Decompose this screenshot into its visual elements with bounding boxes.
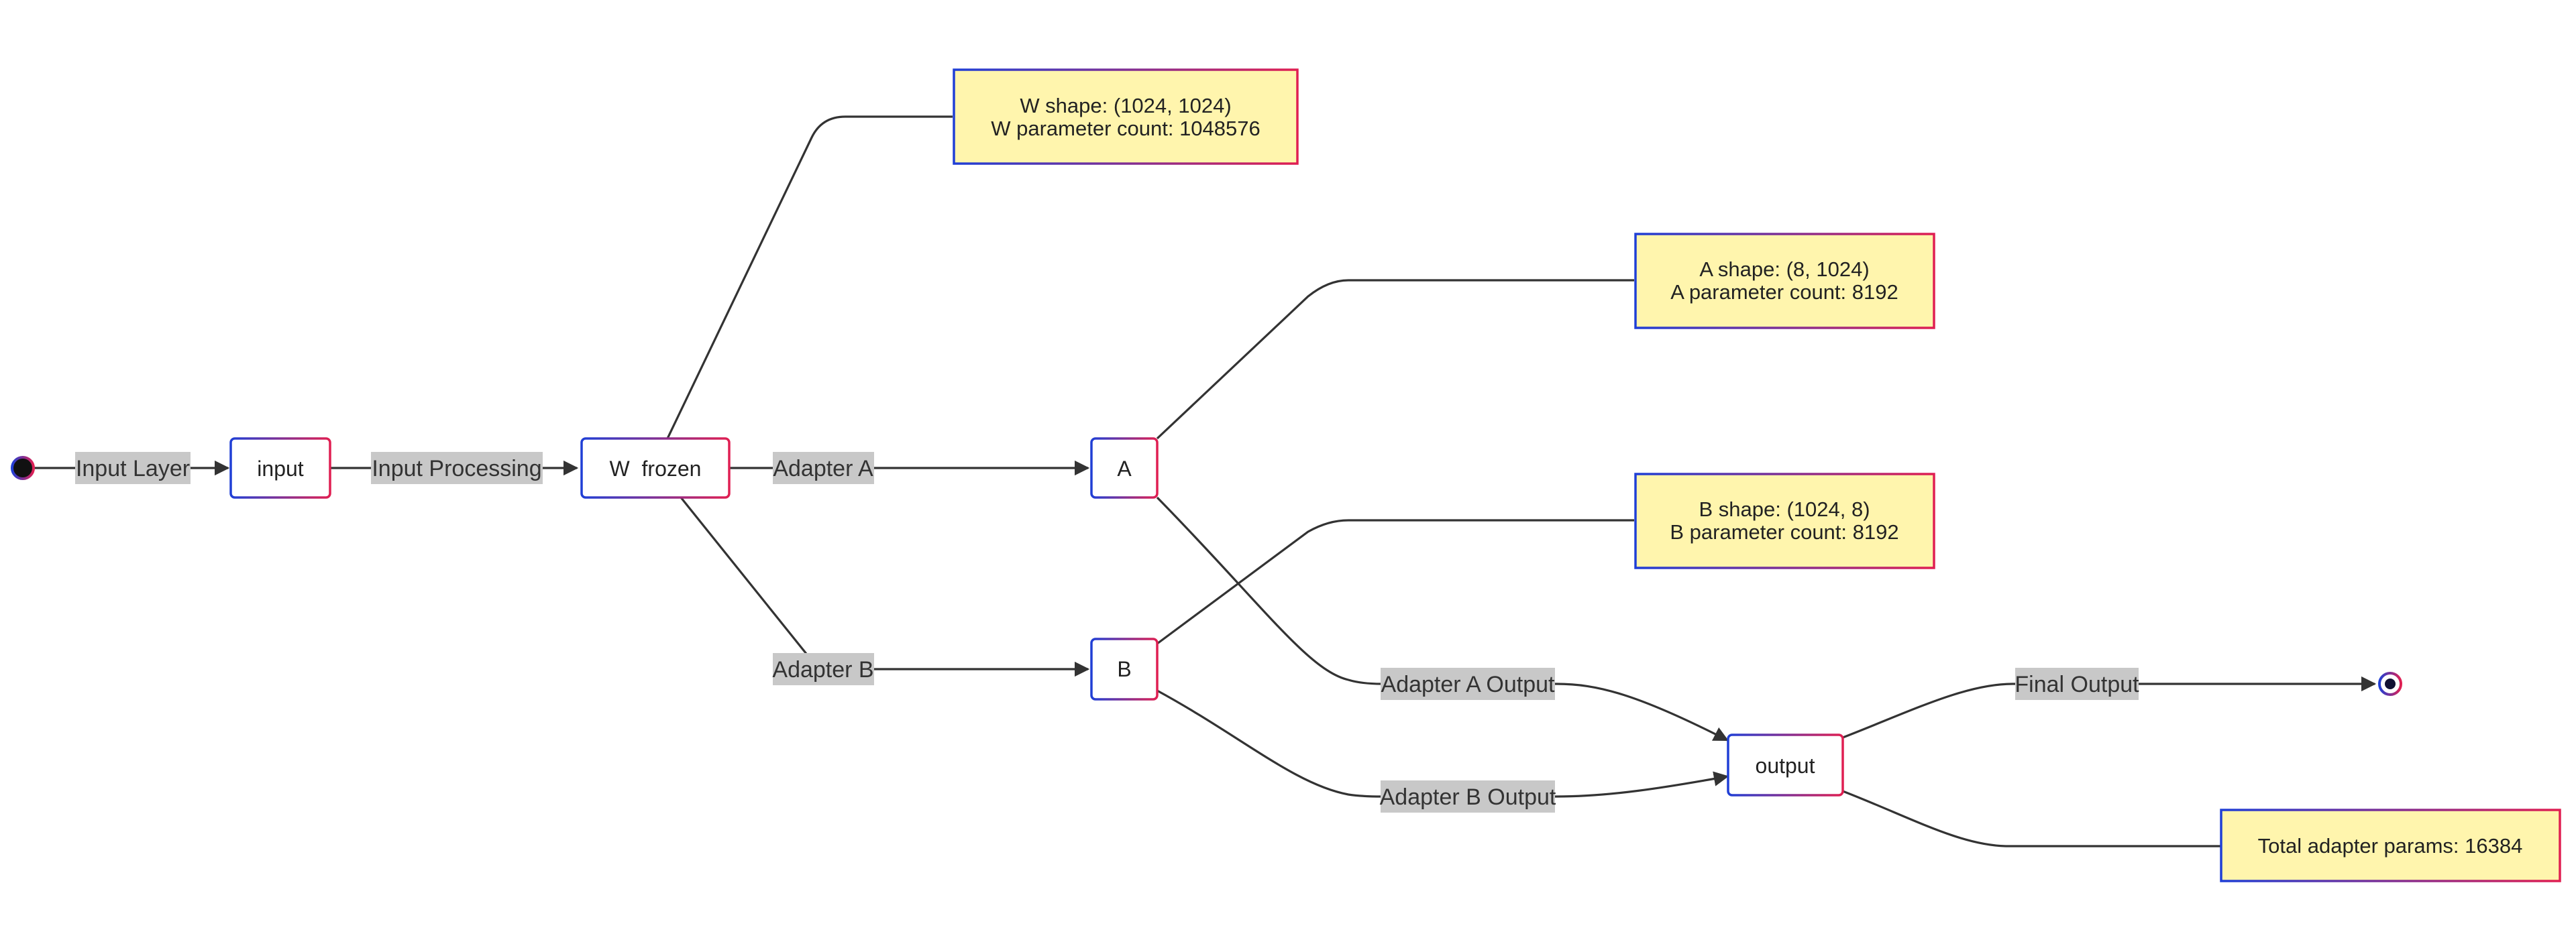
edge-label-adapter-b-text: Adapter B bbox=[772, 657, 873, 683]
note-total: Total adapter params: 16384 bbox=[2220, 809, 2561, 882]
edge-label-final-output-text: Final Output bbox=[2015, 672, 2139, 697]
edge-label-adapter-b: Adapter B bbox=[772, 653, 874, 685]
edge-w-to-w-note bbox=[666, 115, 953, 439]
edge-b-to-output bbox=[1157, 689, 1729, 798]
note-b-line2: B parameter count: 8192 bbox=[1670, 520, 1898, 544]
edge-label-adapter-a-output: Adapter A Output bbox=[1381, 668, 1555, 700]
edge-b-to-b-note bbox=[1157, 519, 1634, 645]
edge-label-adapter-a-text: Adapter A bbox=[773, 456, 873, 481]
edge-label-input-layer-text: Input Layer bbox=[76, 456, 190, 481]
node-input[interactable]: input bbox=[229, 437, 331, 499]
note-w: W shape: (1024, 1024) W parameter count:… bbox=[953, 68, 1299, 165]
note-a-line2: A parameter count: 8192 bbox=[1670, 280, 1898, 304]
edge-label-adapter-b-output-text: Adapter B Output bbox=[1380, 784, 1556, 810]
node-b-label: B bbox=[1117, 657, 1131, 681]
edge-label-adapter-a-output-text: Adapter A Output bbox=[1381, 672, 1556, 697]
node-output[interactable]: output bbox=[1727, 734, 1844, 797]
note-a-line1: A shape: (8, 1024) bbox=[1699, 257, 1869, 281]
edge-w-to-b bbox=[680, 496, 1090, 677]
note-w-line1: W shape: (1024, 1024) bbox=[1020, 94, 1231, 117]
node-w-frozen-label: W frozen bbox=[610, 457, 702, 481]
edge-label-input-layer: Input Layer bbox=[75, 452, 191, 484]
end-state bbox=[2378, 672, 2402, 696]
note-b: B shape: (1024, 8) B parameter count: 81… bbox=[1634, 473, 1935, 569]
node-output-label: output bbox=[1756, 754, 1815, 778]
edge-label-adapter-a: Adapter A bbox=[773, 452, 874, 484]
node-b[interactable]: B bbox=[1090, 638, 1159, 701]
edge-a-to-output bbox=[1156, 496, 1729, 742]
edge-label-input-processing-text: Input Processing bbox=[372, 456, 541, 481]
edge-label-final-output: Final Output bbox=[2015, 668, 2139, 700]
note-b-line1: B shape: (1024, 8) bbox=[1699, 497, 1870, 521]
edge-output-to-total-note bbox=[1842, 790, 2220, 847]
edge-label-input-processing: Input Processing bbox=[371, 452, 543, 484]
edge-output-to-end bbox=[1842, 676, 2377, 739]
node-a-label: A bbox=[1117, 457, 1132, 481]
start-state bbox=[11, 456, 35, 480]
node-w-frozen[interactable]: W frozen bbox=[580, 437, 731, 499]
edge-label-adapter-b-output: Adapter B Output bbox=[1380, 780, 1556, 813]
note-a: A shape: (8, 1024) A parameter count: 81… bbox=[1634, 233, 1935, 329]
note-total-line1: Total adapter params: 16384 bbox=[2258, 834, 2523, 858]
note-w-line2: W parameter count: 1048576 bbox=[991, 117, 1260, 140]
node-a[interactable]: A bbox=[1090, 437, 1159, 499]
node-input-label: input bbox=[257, 457, 304, 481]
edge-a-to-a-note bbox=[1156, 279, 1634, 440]
